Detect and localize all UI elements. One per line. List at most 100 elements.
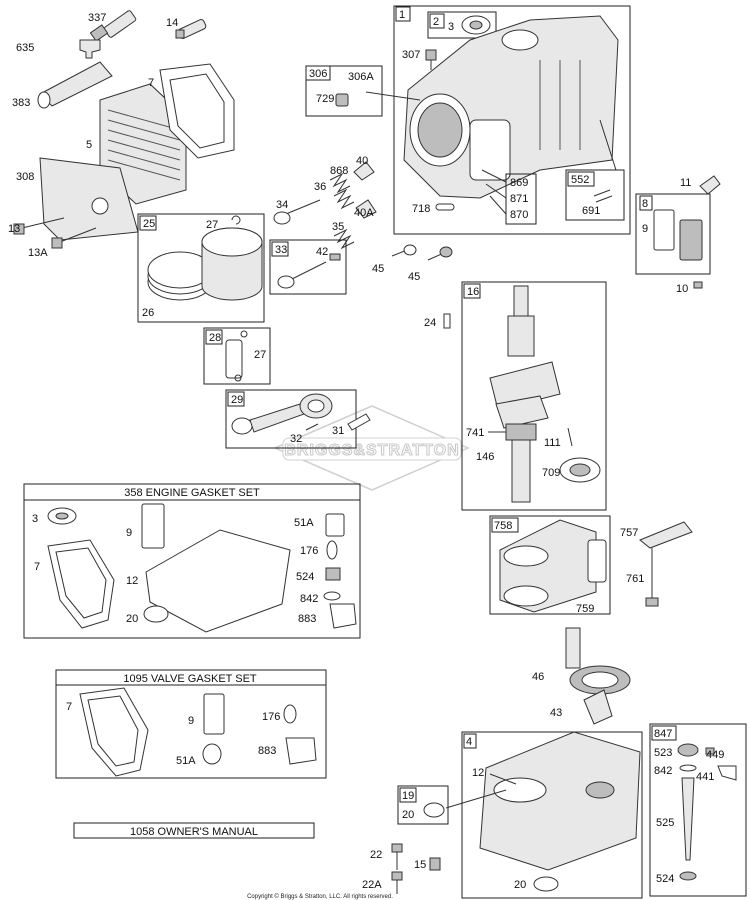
box-number-552: 552 xyxy=(571,174,589,186)
box-breather-gasket xyxy=(635,193,711,275)
crank-key xyxy=(567,427,573,447)
oil-sump xyxy=(479,731,641,871)
box-cylinder-assembly xyxy=(393,5,631,235)
box-number-frame xyxy=(429,13,445,29)
box-number-frame xyxy=(651,725,677,741)
label-883-gs: 883 xyxy=(298,613,316,625)
label-24: 24 xyxy=(424,317,436,329)
piston-rings xyxy=(147,251,213,301)
label-9-vgs: 9 xyxy=(188,715,194,727)
tappet-1 xyxy=(391,244,417,257)
label-308: 308 xyxy=(16,171,34,183)
label-15: 15 xyxy=(414,859,426,871)
label-12-sump: 12 xyxy=(472,767,484,779)
rod-bolt xyxy=(305,423,319,431)
governor-arm xyxy=(639,521,693,607)
label-383: 383 xyxy=(12,97,30,109)
label-40A: 40A xyxy=(354,207,374,219)
box-number-frame xyxy=(305,65,331,81)
label-868: 868 xyxy=(330,165,348,177)
label-43: 43 xyxy=(550,707,562,719)
box-engine-gasket-set xyxy=(23,483,361,639)
label-761: 761 xyxy=(626,573,644,585)
label-45: 45 xyxy=(408,271,420,283)
label-9: 9 xyxy=(642,223,648,235)
label-842-gs: 842 xyxy=(300,593,318,605)
box-number-4: 4 xyxy=(466,736,472,748)
heat-shield xyxy=(39,157,139,241)
label-31: 31 xyxy=(332,425,344,437)
box-number-758: 758 xyxy=(494,520,512,532)
label-729: 729 xyxy=(316,93,334,105)
key-24 xyxy=(443,313,451,329)
valve-gasket-set-title: 1095 VALVE GASKET SET xyxy=(123,673,257,685)
label-12-gs: 12 xyxy=(126,575,138,587)
governor-gear xyxy=(583,689,613,725)
valve-keeper xyxy=(329,253,341,261)
sump-seal-20 xyxy=(533,876,559,892)
box-dipstick-tube xyxy=(565,169,625,221)
label-7: 7 xyxy=(148,77,154,89)
label-27: 27 xyxy=(206,219,218,231)
dipstick-oring xyxy=(679,764,697,772)
drain-plug xyxy=(429,857,441,871)
tappet-2 xyxy=(427,246,453,261)
box-number-frame xyxy=(463,733,477,749)
box-number-2: 2 xyxy=(433,16,439,28)
label-691: 691 xyxy=(582,205,600,217)
box-number-frame xyxy=(399,787,417,803)
spark-plug-boot xyxy=(79,39,101,59)
head-gasket-gs xyxy=(47,539,115,629)
label-13: 13 xyxy=(8,223,20,235)
small-parts-gs xyxy=(323,513,357,629)
box-number-28: 28 xyxy=(209,332,221,344)
box-owners-manual xyxy=(73,822,315,839)
seal-vgs xyxy=(202,743,222,765)
box-number-frame xyxy=(271,241,289,257)
dipstick-tube xyxy=(681,777,695,861)
label-9-gs: 9 xyxy=(126,527,132,539)
watermark-logo: BRIGGS&STRATTON xyxy=(273,405,470,491)
box-piston xyxy=(137,213,265,323)
leader-lines-block xyxy=(365,91,617,215)
rod-dipper xyxy=(347,413,371,431)
sump-bolt-22 xyxy=(391,843,403,870)
label-709: 709 xyxy=(542,467,560,479)
label-20-gs: 20 xyxy=(126,613,138,625)
box-plugs xyxy=(505,173,537,225)
label-51A-vgs: 51A xyxy=(176,755,196,767)
label-3: 3 xyxy=(448,21,454,33)
label-337: 337 xyxy=(88,12,106,24)
dipstick-oring-524 xyxy=(679,871,697,881)
dipstick-bracket xyxy=(717,765,737,781)
engine-gasket-set-title: 358 ENGINE GASKET SET xyxy=(124,487,260,499)
label-870: 870 xyxy=(510,209,528,221)
watermark-text: BRIGGS&STRATTON xyxy=(284,442,459,459)
label-176-vgs: 176 xyxy=(262,711,280,723)
owners-manual-title: 1058 OWNER'S MANUAL xyxy=(130,826,258,838)
gasket-883-vgs xyxy=(285,737,317,765)
valve-spring-retainer xyxy=(353,161,375,181)
breather-fitting-11 xyxy=(699,175,721,195)
box-dipstick xyxy=(649,723,747,897)
box-number-16: 16 xyxy=(467,286,479,298)
part-labels: 337 14 635 383 7 5 308 13 13A 1 2 3 307 … xyxy=(8,9,724,891)
box-number-frame xyxy=(205,329,223,345)
box-number-frame xyxy=(491,517,519,533)
label-14: 14 xyxy=(166,17,178,29)
label-842-dip: 842 xyxy=(654,765,672,777)
cylinder-block xyxy=(403,15,619,199)
screw-10 xyxy=(693,281,703,289)
label-869: 869 xyxy=(510,177,528,189)
valve-spring-35 xyxy=(333,228,355,250)
cylinder-head-gasket xyxy=(159,63,235,159)
box-seal-19 xyxy=(397,785,449,825)
dowel-pin-718 xyxy=(435,203,455,211)
head-bolt-long xyxy=(51,227,97,249)
label-7-gs: 7 xyxy=(34,561,40,573)
bearing-sleeve xyxy=(587,539,607,583)
exhaust-valve xyxy=(277,261,327,289)
box-seal xyxy=(427,11,497,39)
label-523: 523 xyxy=(654,747,672,759)
